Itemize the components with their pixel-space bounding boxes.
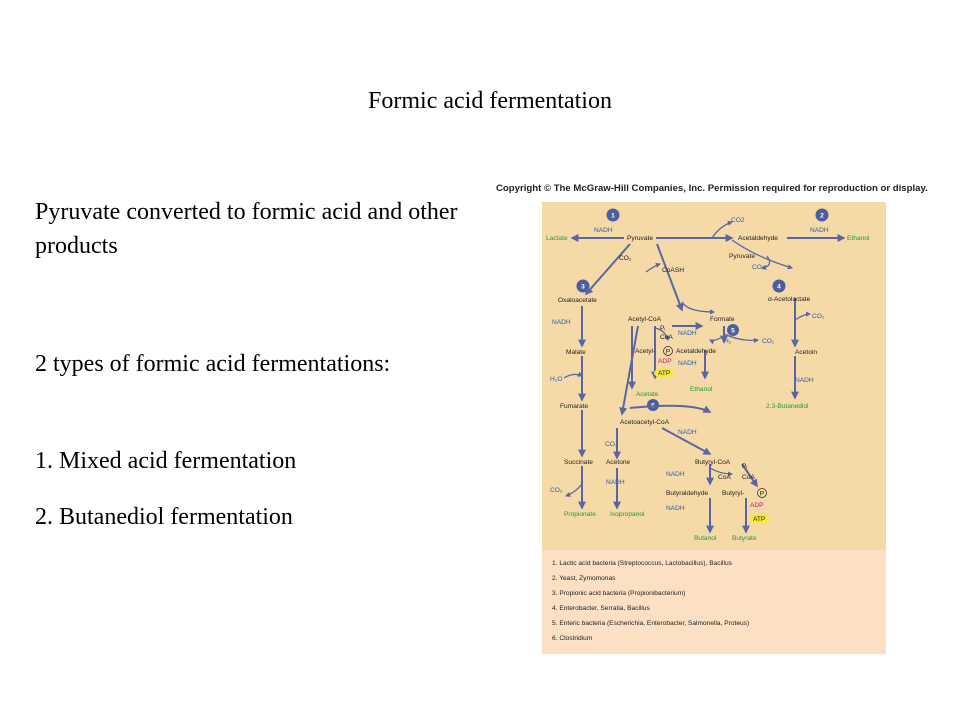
label-pi-2: Pᵢ bbox=[742, 463, 747, 470]
label-coa-2: CoA bbox=[718, 474, 731, 481]
label-butyryl: Butyryl- bbox=[722, 490, 744, 497]
label-acetaldehyde: Acetaldehyde bbox=[738, 235, 778, 242]
svg-text:P: P bbox=[760, 491, 765, 498]
label-nadh-6: NADH bbox=[795, 377, 814, 384]
types-heading: 2 types of formic acid fermentations: bbox=[35, 351, 391, 377]
organism-legend: 1. Lactic acid bacteria (Streptococcus, … bbox=[552, 560, 749, 642]
label-ethanol-1: Ethanol bbox=[847, 235, 870, 242]
label-lactate: Lactate bbox=[546, 235, 568, 242]
legend-item-5: 5. Enteric bacteria (Escherichia, Entero… bbox=[552, 620, 749, 627]
label-butyrate: Butyrate bbox=[732, 535, 757, 542]
phosphate-circle-1: P bbox=[663, 346, 673, 356]
label-acetone: Acetone bbox=[606, 459, 631, 466]
legend-item-1: 1. Lactic acid bacteria (Streptococcus, … bbox=[552, 560, 733, 567]
label-ethanol-2: Ethanol bbox=[690, 386, 713, 393]
label-co2-2: CO₂ bbox=[619, 255, 632, 262]
legend-item-2: 2. Yeast, Zymomonas bbox=[552, 575, 616, 582]
label-h2: H₂ bbox=[724, 338, 732, 345]
svg-text:2: 2 bbox=[820, 213, 824, 220]
label-acetoacetyl-coa: Acetoacetyl-CoA bbox=[620, 419, 670, 426]
pathway-badge-5: 5 bbox=[727, 324, 739, 336]
svg-text:5: 5 bbox=[731, 328, 735, 335]
phosphate-circle-2: P bbox=[757, 488, 767, 498]
label-co2-3: CO₂ bbox=[752, 264, 765, 271]
copyright-notice: Copyright © The McGraw-Hill Companies, I… bbox=[496, 183, 928, 194]
label-nadh-10: NADH bbox=[666, 505, 685, 512]
svg-text:3: 3 bbox=[581, 284, 585, 291]
label-adp-1: ADP bbox=[658, 358, 672, 365]
label-fumarate: Fumarate bbox=[560, 403, 589, 410]
label-formate: Formate bbox=[710, 316, 735, 323]
label-acetaldehyde-2: Acetaldehyde bbox=[676, 348, 716, 355]
label-pyruvate: Pyruvate bbox=[627, 235, 653, 242]
label-atp-1: ATP bbox=[658, 370, 671, 377]
label-atp-2: ATP bbox=[753, 516, 766, 523]
label-co2-1: CO2 bbox=[731, 217, 745, 224]
label-nadh-1: NADH bbox=[594, 227, 613, 234]
label-succinate: Succinate bbox=[564, 459, 593, 466]
legend-item-3: 3. Propionic acid bacteria (Propionibact… bbox=[552, 590, 685, 597]
label-butanol: Butanol bbox=[694, 535, 717, 542]
label-pyruvate-2: Pyruvate bbox=[729, 253, 755, 260]
intro-text: Pyruvate converted to formic acid and ot… bbox=[35, 199, 458, 259]
label-butyryl-coa: Butyryl-CoA bbox=[695, 459, 731, 466]
label-pi-1: Pᵢ bbox=[660, 325, 665, 332]
label-acetoin: Acetoin bbox=[795, 349, 817, 356]
label-coa-3: CoA bbox=[742, 474, 755, 481]
svg-text:1: 1 bbox=[611, 213, 615, 220]
label-co2-7: CO₂ bbox=[550, 487, 563, 494]
label-nadh-2: NADH bbox=[810, 227, 829, 234]
label-nadh-3: NADH bbox=[552, 319, 571, 326]
type-item-2: 2. Butanediol fermentation bbox=[35, 504, 293, 530]
label-malate: Malate bbox=[566, 349, 586, 356]
legend-item-4: 4. Enterobacter, Serratia, Bacillus bbox=[552, 605, 651, 612]
slide-title: Formic acid fermentation bbox=[368, 88, 612, 114]
label-coa-1: CoA bbox=[660, 334, 673, 341]
label-co2-6: CO₂ bbox=[605, 441, 618, 448]
pathway-badge-3: 3 bbox=[576, 279, 590, 293]
label-oxaloacetate: Oxaloacetate bbox=[558, 297, 597, 304]
label-coash: CoASH bbox=[662, 267, 684, 274]
label-co2-4: CO₂ bbox=[812, 313, 825, 320]
label-nadh-5: NADH bbox=[678, 360, 697, 367]
label-propionate: Propionate bbox=[564, 511, 596, 518]
label-nadh-8: NADH bbox=[666, 471, 685, 478]
label-nadh-9: NADH bbox=[606, 479, 625, 486]
pathway-arrows bbox=[563, 220, 846, 534]
fermentation-pathway-diagram: 1 2 3 4 5 6 bbox=[542, 202, 886, 654]
diagram-panel bbox=[542, 202, 886, 550]
label-acetyl: Acetyl- bbox=[635, 348, 655, 355]
label-butanediol: 2,3-Butanediol bbox=[766, 403, 809, 410]
label-acetyl-coa: Acetyl-CoA bbox=[628, 316, 662, 323]
label-h2o: H₂O bbox=[550, 376, 562, 383]
label-butyraldehyde: Butyraldehyde bbox=[666, 490, 708, 497]
svg-text:P: P bbox=[666, 349, 671, 356]
label-acetolactate: α-Acetolactate bbox=[768, 296, 811, 303]
label-adp-2: ADP bbox=[750, 502, 764, 509]
label-nadh-4: NADH bbox=[678, 330, 697, 337]
legend-panel bbox=[542, 550, 886, 654]
pathway-badge-6: 6 bbox=[647, 399, 659, 411]
pathway-badge-1: 1 bbox=[606, 208, 620, 222]
pathway-badge-4: 4 bbox=[772, 279, 786, 293]
type-item-1: 1. Mixed acid fermentation bbox=[35, 448, 297, 474]
label-nadh-7: NADH bbox=[678, 429, 697, 436]
pathway-badge-2: 2 bbox=[815, 208, 829, 222]
label-acetate: Acetate bbox=[636, 391, 659, 398]
label-co2-5: CO₂ bbox=[762, 338, 775, 345]
atp-highlight-1 bbox=[654, 368, 674, 378]
svg-text:4: 4 bbox=[777, 284, 781, 291]
atp-highlight-2 bbox=[749, 514, 769, 524]
label-isopropanol: Isopropanol bbox=[610, 511, 645, 518]
legend-item-6: 6. Clostridium bbox=[552, 635, 593, 642]
